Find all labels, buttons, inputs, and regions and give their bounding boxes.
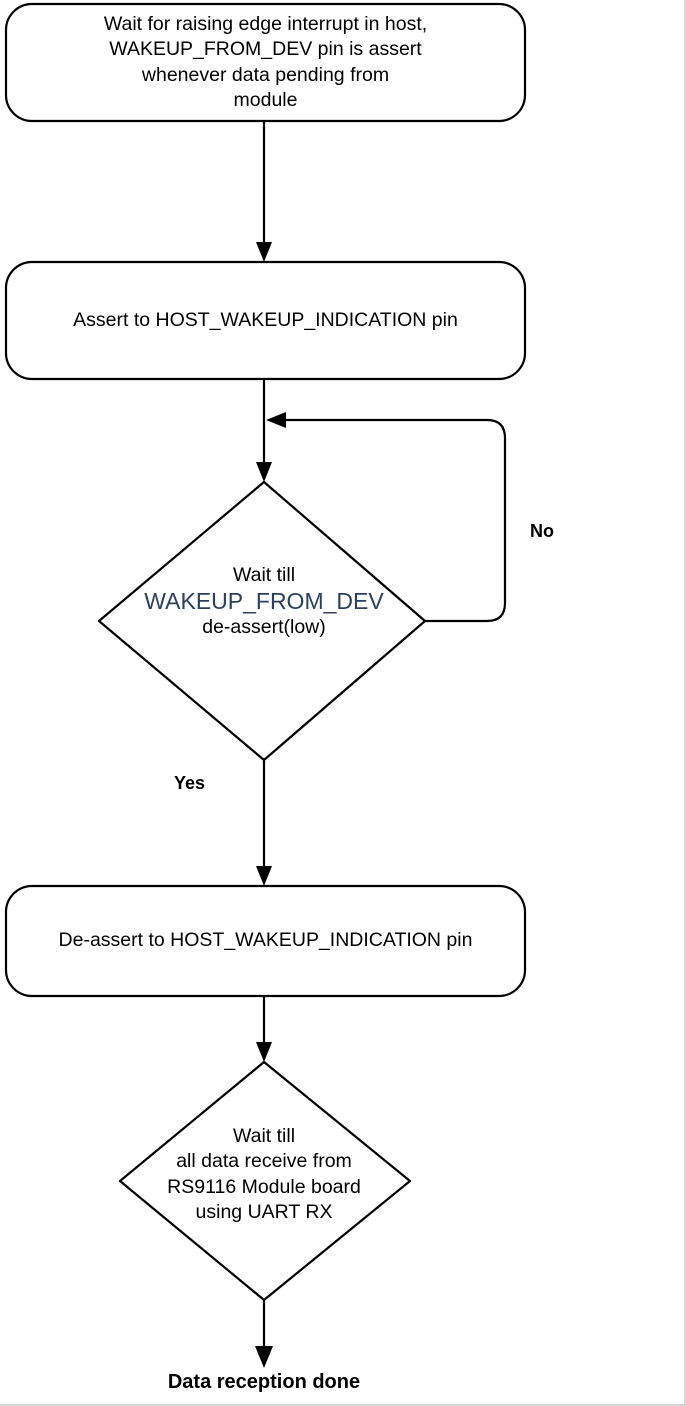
arrowhead-loop-no-branch xyxy=(266,412,286,428)
process-box-deassert-indication xyxy=(4,884,527,998)
connector-loop-no-branch xyxy=(282,418,507,623)
decision-diamond-data-receive xyxy=(118,1060,412,1302)
process-box-assert-indication xyxy=(4,260,527,381)
arrowhead-n1-to-n2 xyxy=(256,242,272,262)
arrowhead-d1-to-n3 xyxy=(256,866,272,886)
decision-diamond-wakeup-deassert xyxy=(97,480,427,762)
edge-label-no: No xyxy=(530,521,554,541)
arrowhead-n2-to-d1 xyxy=(256,462,272,482)
process-box-wait-interrupt xyxy=(4,2,527,123)
terminal-label-data-reception-done: Data reception done xyxy=(167,1371,361,1393)
arrowhead-n3-to-d2 xyxy=(256,1042,272,1062)
edge-label-yes: Yes xyxy=(174,773,206,793)
arrowhead-d2-to-end xyxy=(255,1346,273,1368)
